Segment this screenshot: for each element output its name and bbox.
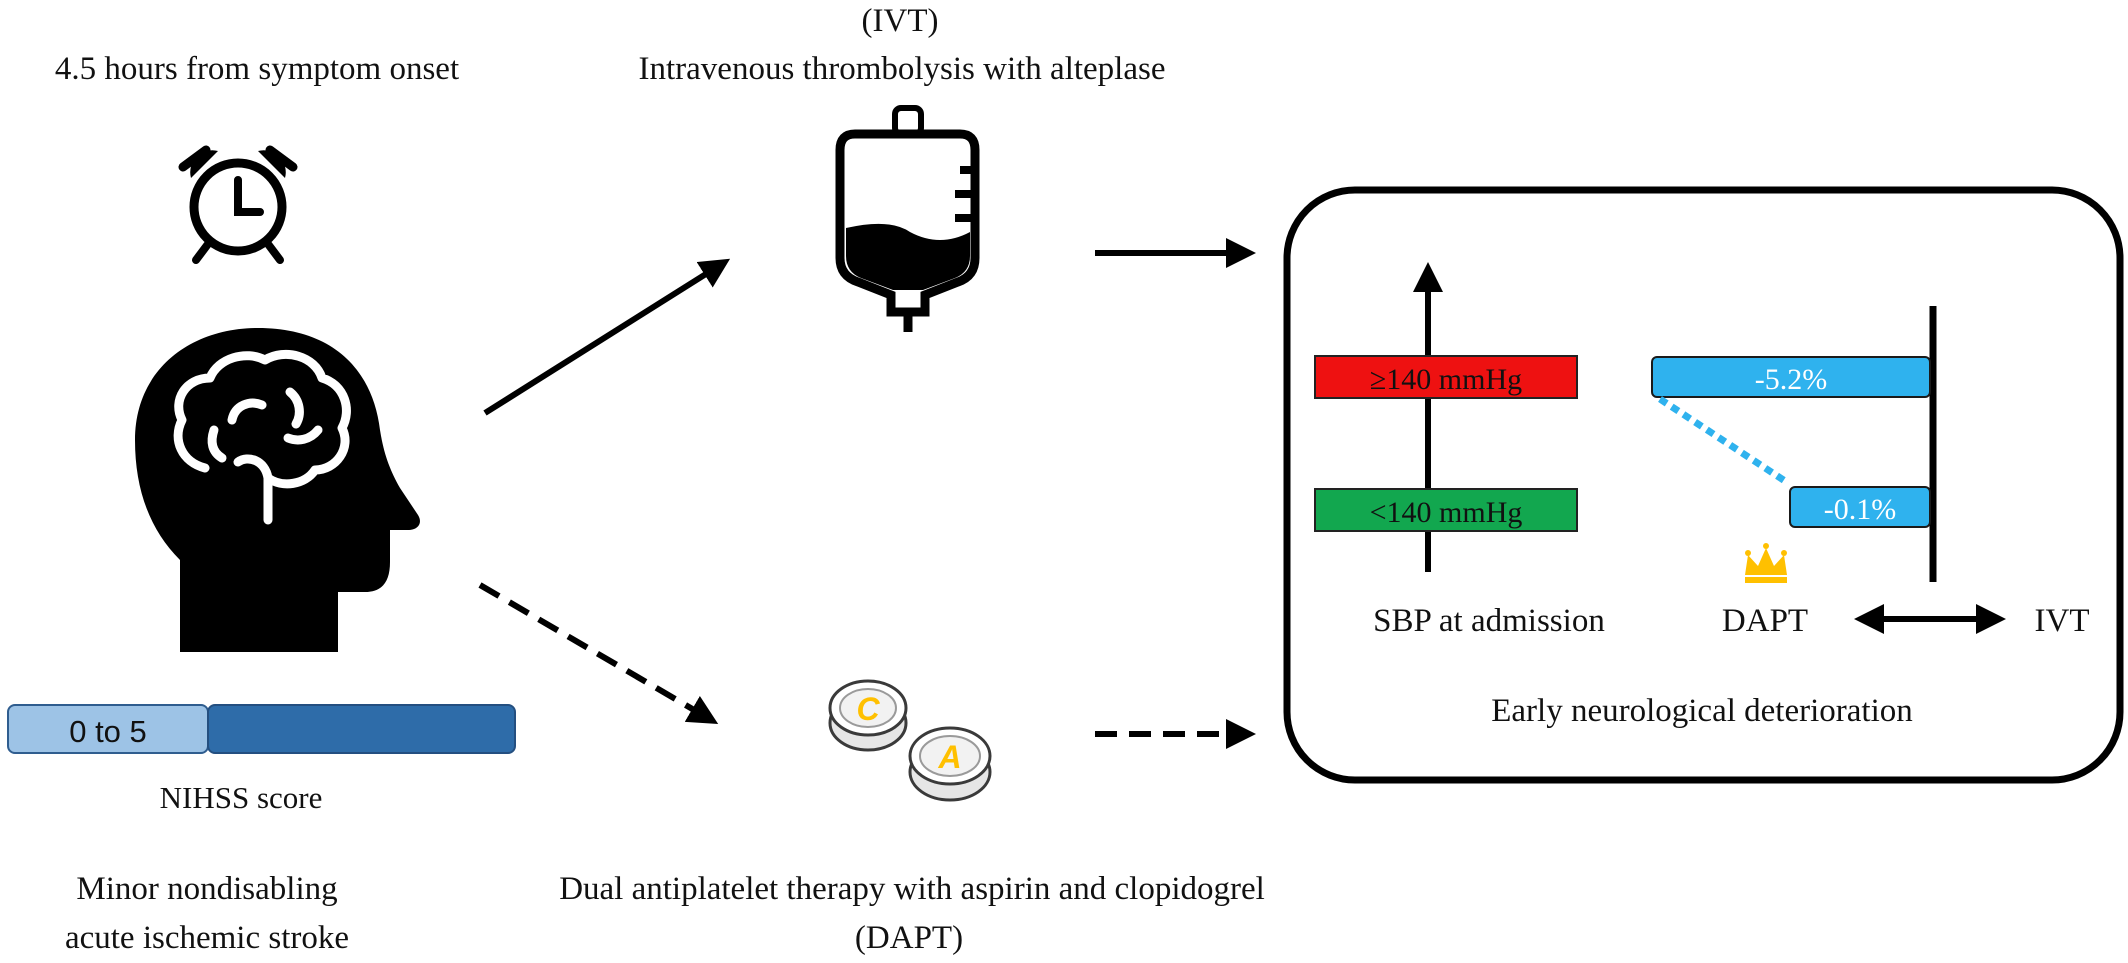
value-low-label: -0.1% (1824, 493, 1896, 526)
alarm-clock-icon (178, 145, 298, 264)
iv-bag-icon (835, 105, 980, 332)
ivt-abbreviation: (IVT) (862, 3, 939, 39)
ivt-vs-dapt-high-bar (1651, 356, 1931, 398)
arrow-to-ivt (483, 258, 731, 416)
ivt-full-name: Intravenous thrombolysis with alteplase (639, 51, 1166, 87)
crown-icon (1745, 543, 1787, 583)
nihss-scale-bar: 0 to 5 (7, 704, 516, 754)
pill-c-letter: C (856, 691, 880, 727)
nihss-segment-label: 0 to 5 (69, 714, 147, 749)
sbp-high-box (1314, 355, 1578, 399)
dapt-full-name: Dual antiplatelet therapy with aspirin a… (559, 871, 1265, 907)
nihss-high-segment (207, 704, 516, 754)
compare-right-label: IVT (2035, 603, 2090, 639)
arrow-to-dapt (478, 582, 719, 725)
pills-icon: C A (828, 679, 992, 802)
sbp-high-label: ≥140 mmHg (1370, 363, 1522, 396)
compare-left-label: DAPT (1722, 603, 1808, 639)
trend-dotted-line (1658, 396, 1790, 486)
patient-label-line2: acute ischemic stroke (65, 920, 349, 956)
head-brain-icon (135, 328, 420, 652)
pill-a: A (908, 726, 992, 802)
pill-c: C (828, 679, 908, 752)
sbp-low-label: <140 mmHg (1370, 496, 1523, 529)
sbp-axis-label: SBP at admission (1373, 603, 1605, 639)
dapt-abbreviation: (DAPT) (855, 920, 963, 956)
ivt-vs-dapt-low-bar (1789, 486, 1931, 528)
pill-a-letter: A (937, 739, 961, 775)
patient-label-line1: Minor nondisabling (76, 871, 337, 907)
outcome-title: Early neurological deterioration (1491, 693, 1913, 729)
sbp-low-box (1314, 488, 1578, 532)
value-high-label: -5.2% (1755, 363, 1827, 396)
time-window-label: 4.5 hours from symptom onset (55, 51, 459, 87)
nihss-caption: NIHSS score (160, 780, 323, 815)
outcome-panel (1283, 186, 2124, 784)
